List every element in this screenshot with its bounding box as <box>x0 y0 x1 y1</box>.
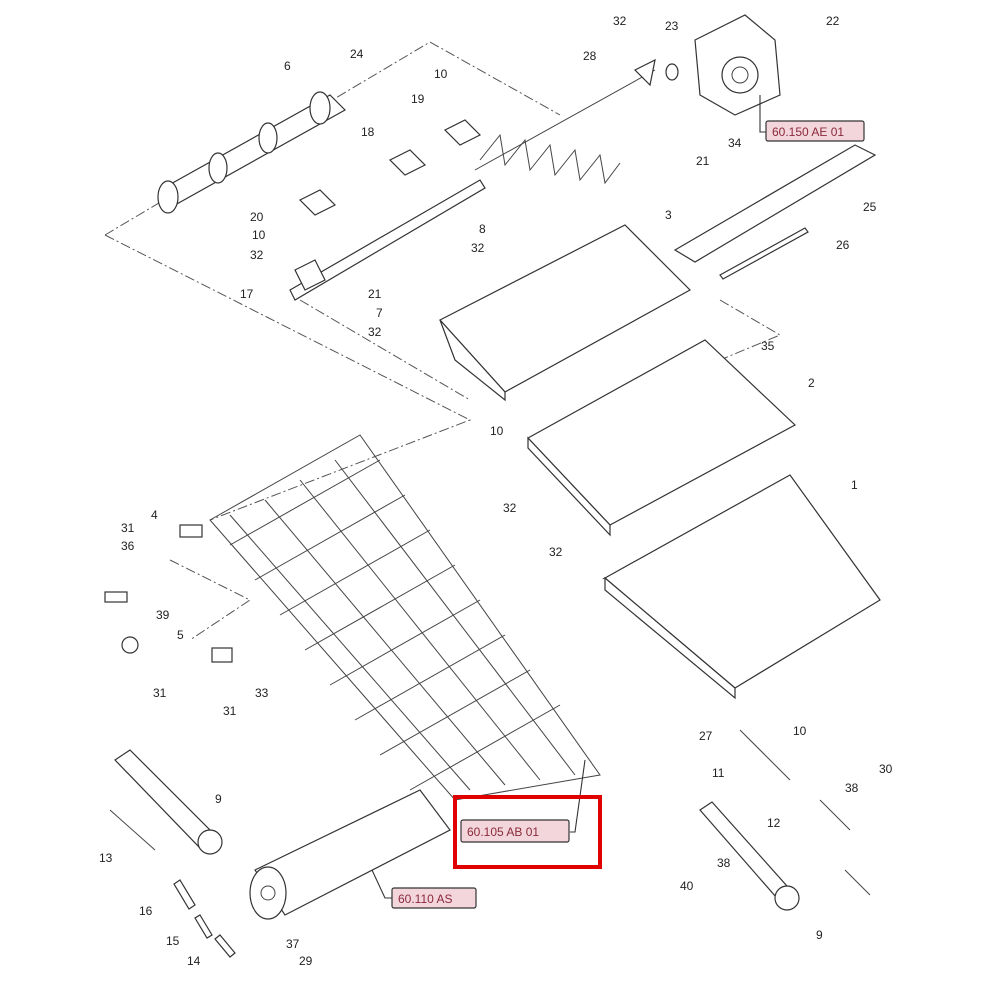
callout: 20 <box>250 210 264 224</box>
callout: 32 <box>613 14 627 28</box>
callout: 18 <box>361 125 375 139</box>
callout: 34 <box>728 136 742 150</box>
callout: 8 <box>479 222 486 236</box>
callout: 12 <box>767 816 781 830</box>
reference-label[interactable]: 60.105 AB 01 <box>467 825 539 839</box>
callout: 36 <box>121 539 135 553</box>
callout: 35 <box>761 339 775 353</box>
callout: 10 <box>434 67 448 81</box>
roller <box>249 789 451 920</box>
callout: 31 <box>153 686 167 700</box>
arm-left <box>114 749 223 855</box>
callout: 25 <box>863 200 877 214</box>
callout: 14 <box>187 954 201 968</box>
drive-shaft <box>157 91 346 214</box>
reference-label[interactable]: 60.110 AS <box>398 892 453 906</box>
callout: 9 <box>215 792 222 806</box>
callout: 22 <box>826 14 840 28</box>
callout: 15 <box>166 934 180 948</box>
callout: 32 <box>549 545 563 559</box>
gearbox <box>633 14 781 116</box>
callout: 40 <box>680 879 694 893</box>
callout: 29 <box>299 954 313 968</box>
callout: 1 <box>851 478 858 492</box>
reference-label[interactable]: 60.150 AE 01 <box>772 125 844 139</box>
callout: 16 <box>139 904 153 918</box>
auger <box>474 69 656 185</box>
callout: 32 <box>503 501 517 515</box>
callout: 9 <box>816 928 823 942</box>
callout: 10 <box>252 228 266 242</box>
panel-2 <box>527 339 797 537</box>
callout: 10 <box>490 424 504 438</box>
highlight-box <box>453 795 602 869</box>
callout: 28 <box>583 49 597 63</box>
panel-1 <box>603 474 881 700</box>
callout: 17 <box>240 287 254 301</box>
reference-conveyor-chain[interactable]: 60.105 AB 01 <box>460 759 586 843</box>
callout: 37 <box>286 937 300 951</box>
callout: 3 <box>665 208 672 222</box>
callout: 38 <box>845 781 859 795</box>
callout: 38 <box>717 856 731 870</box>
callout: 27 <box>699 729 713 743</box>
callout: 31 <box>223 704 237 718</box>
callout: 32 <box>368 325 382 339</box>
callout: 39 <box>156 608 170 622</box>
callout: 21 <box>696 154 710 168</box>
callout: 7 <box>376 306 383 320</box>
callout: 26 <box>836 238 850 252</box>
callout: 32 <box>471 241 485 255</box>
small-parts <box>104 524 871 958</box>
callout: 2 <box>808 376 815 390</box>
callout: 31 <box>121 521 135 535</box>
callout: 10 <box>793 724 807 738</box>
callout: 6 <box>284 59 291 73</box>
callouts: 32 23 22 24 6 10 28 19 18 34 21 25 3 8 2… <box>99 14 893 968</box>
callout: 4 <box>151 508 158 522</box>
side-rail <box>673 144 877 280</box>
callout: 33 <box>255 686 269 700</box>
callout: 11 <box>712 766 725 780</box>
chain-conveyor <box>209 434 601 801</box>
callout: 19 <box>411 92 425 106</box>
crossbar <box>289 119 486 301</box>
callout: 21 <box>368 287 382 301</box>
callout: 23 <box>665 19 679 33</box>
reference-roller[interactable]: 60.110 AS <box>371 869 477 909</box>
callout: 32 <box>250 248 264 262</box>
callout: 24 <box>350 47 364 61</box>
reference-gearbox[interactable]: 60.150 AE 01 <box>759 95 865 142</box>
callout: 5 <box>177 628 184 642</box>
callout: 13 <box>99 851 113 865</box>
panel-3 <box>439 224 691 402</box>
arm-right <box>699 801 800 911</box>
callout: 30 <box>879 762 893 776</box>
